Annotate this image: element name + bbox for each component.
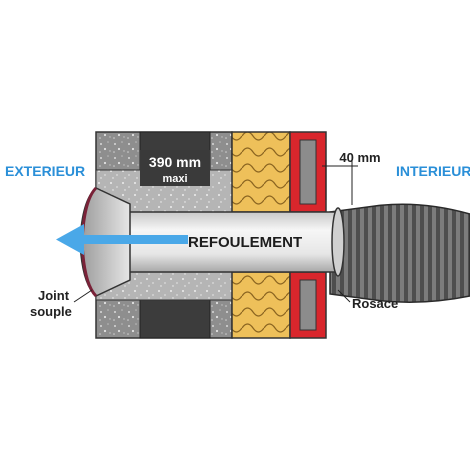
rosace-width-label: 40 mm <box>339 150 380 165</box>
insulation-top <box>231 131 291 213</box>
flexible-duct <box>329 203 470 303</box>
refoulement-label: REFOULEMENT <box>188 234 302 251</box>
joint-label-line2: souple <box>30 304 72 319</box>
rosace-leader <box>337 289 351 303</box>
arrow-left-icon <box>56 224 188 255</box>
brick-core-bottom <box>299 279 317 331</box>
joint-label-line1: Joint <box>38 288 70 303</box>
wall-max-label: 390 mm <box>149 154 201 170</box>
joint-leader <box>73 289 93 303</box>
wall-bottom <box>95 271 327 339</box>
dimension-box <box>140 150 210 186</box>
block-cavity-bottom <box>139 299 211 339</box>
rosace-label: Rosace <box>352 296 398 311</box>
rosace-dimension <box>322 160 358 205</box>
exterieur-label: EXTERIEUR <box>5 163 85 179</box>
wall-max-sub-label: maxi <box>162 173 187 185</box>
rosace-flange <box>331 207 345 277</box>
interieur-label: INTERIEUR <box>396 163 470 179</box>
wall-top <box>95 131 327 213</box>
insulation-bottom <box>231 271 291 339</box>
brick-core-top <box>299 139 317 205</box>
